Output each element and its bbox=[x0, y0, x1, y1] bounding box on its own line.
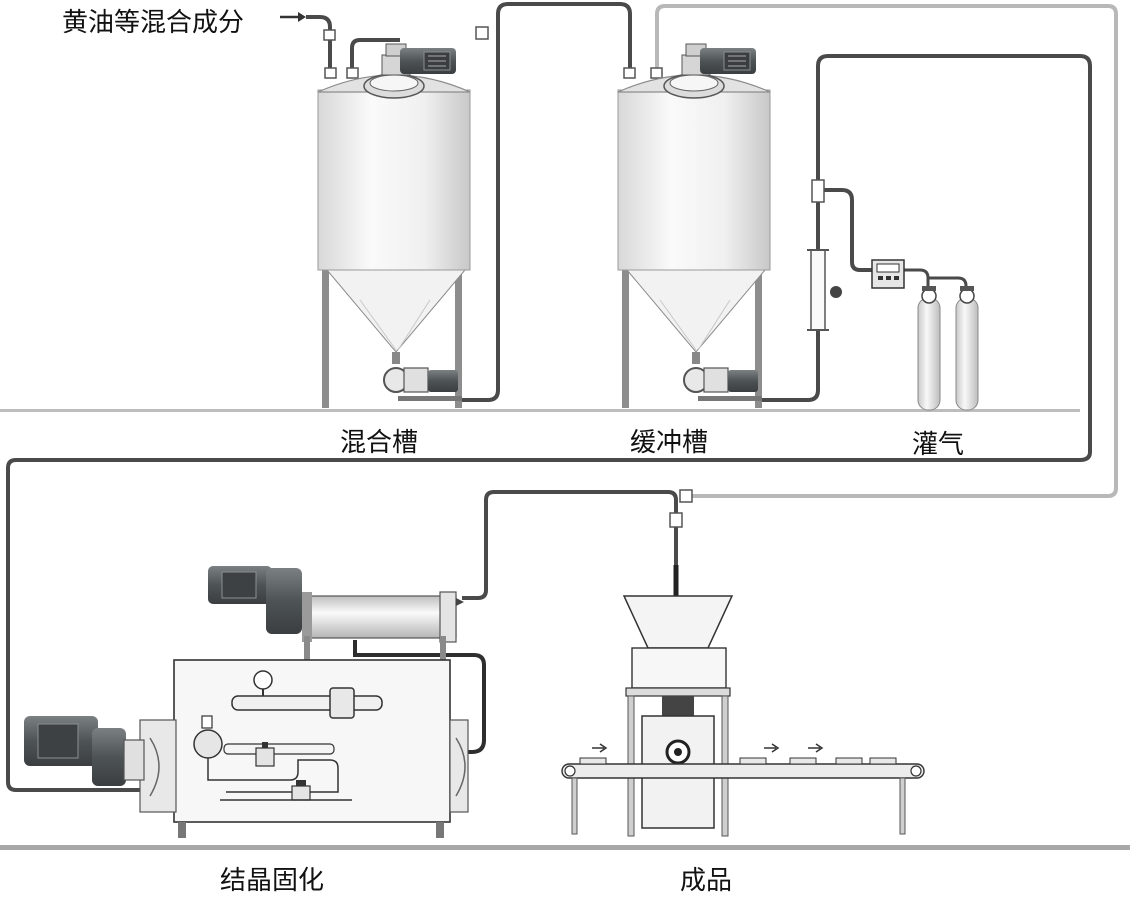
input-arrow bbox=[280, 12, 306, 22]
crystallizer-internal-pipe bbox=[353, 640, 486, 754]
input-label: 黄油等混合成分 bbox=[62, 8, 245, 38]
mixing-pump bbox=[383, 352, 462, 401]
main-process-pipe bbox=[6, 54, 1092, 792]
buffer-pump bbox=[683, 352, 762, 401]
filling-frame bbox=[625, 687, 731, 837]
crystallizer-upper-motor bbox=[208, 566, 302, 634]
mixing-tank-label: 混合槽 bbox=[340, 428, 419, 458]
return-line bbox=[655, 4, 1118, 498]
gas-cylinder-2 bbox=[955, 286, 979, 411]
product-label: 成品 bbox=[680, 866, 733, 896]
crystallizer-body bbox=[139, 636, 469, 838]
gas-controller bbox=[871, 259, 905, 289]
return-line-fitting bbox=[650, 67, 663, 79]
gas-cylinder-1 bbox=[917, 286, 941, 411]
gas-branch-fitting bbox=[811, 179, 825, 203]
buffer-inlet-fitting bbox=[623, 67, 636, 79]
input-pipe bbox=[306, 15, 332, 78]
gas-cylinder-pipe bbox=[902, 268, 968, 292]
filling-hopper bbox=[622, 595, 734, 689]
gas-filling-label: 灌气 bbox=[912, 430, 965, 460]
mixing-top-pipe bbox=[350, 38, 400, 70]
buffer-motor bbox=[700, 48, 756, 74]
crystallizer-lower-motor bbox=[24, 716, 145, 786]
buffer-tank bbox=[617, 43, 771, 408]
flowmeter bbox=[807, 249, 842, 331]
input-pipe-fitting bbox=[323, 29, 336, 41]
conveyor bbox=[561, 743, 925, 835]
transfer-pipe-mixing-to-buffer bbox=[462, 2, 632, 402]
mixing-inlet-fitting bbox=[324, 67, 337, 79]
gas-branch-pipe bbox=[818, 188, 874, 272]
mixing-top-fitting bbox=[346, 67, 359, 79]
mixing-motor bbox=[400, 48, 456, 74]
lower-floor-line bbox=[0, 845, 1130, 850]
mixing-tank bbox=[317, 43, 471, 408]
crystallizer-upper-cylinder bbox=[302, 591, 464, 643]
upper-floor-line bbox=[0, 409, 1080, 412]
crystallization-label: 结晶固化 bbox=[220, 866, 325, 896]
product-feed-pipe bbox=[462, 490, 678, 600]
product-valve-fitting bbox=[669, 512, 683, 528]
product-tee-fitting bbox=[679, 489, 693, 503]
buffer-tank-label: 缓冲槽 bbox=[630, 428, 709, 458]
transfer-pipe-fitting bbox=[475, 26, 489, 40]
